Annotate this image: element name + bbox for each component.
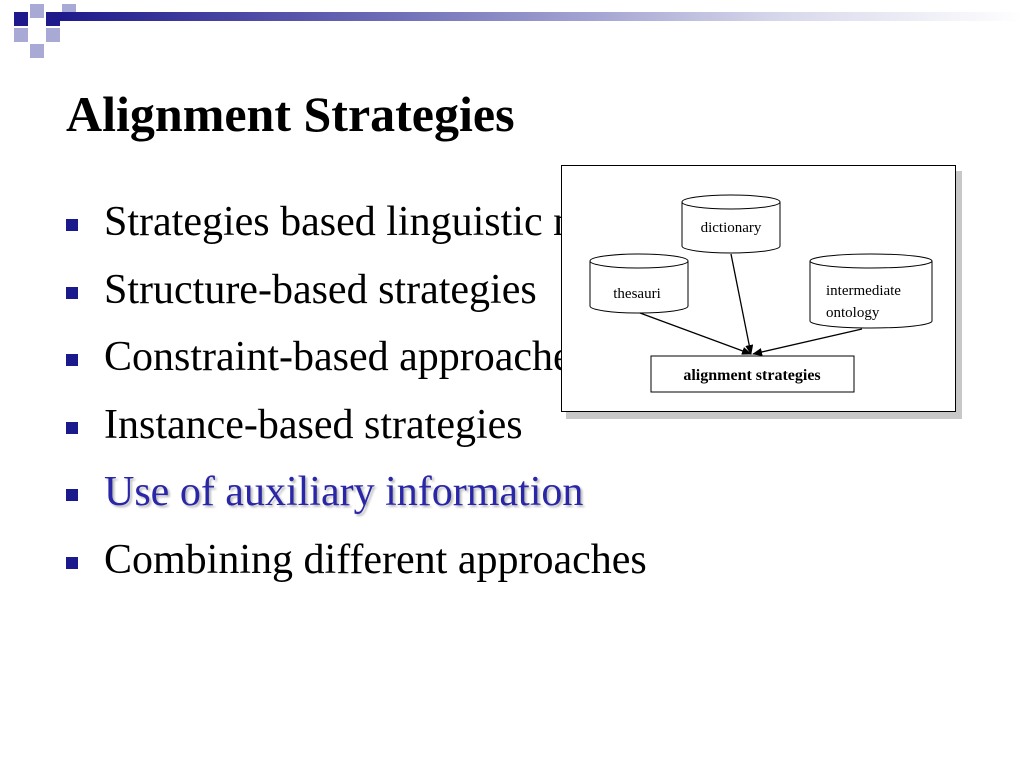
diagram-panel: dictionary thesauri intermediate ontolog… <box>561 165 956 412</box>
slide-title: Alignment Strategies <box>66 86 515 142</box>
bullet-text-highlighted: Use of auxiliary information <box>104 469 584 515</box>
bullet-text: Combining different approaches <box>104 536 647 583</box>
square-bullet-icon <box>66 421 78 434</box>
arrow-dictionary <box>730 253 754 355</box>
deco-square <box>14 28 28 42</box>
diagram-svg: dictionary thesauri intermediate ontolog… <box>589 194 933 393</box>
bullet-item: Instance-based strategies <box>66 399 709 467</box>
arrow-intermediate <box>752 328 863 356</box>
bullet-text: Instance-based strategies <box>104 401 523 448</box>
bullet-item: Combining different approaches <box>66 534 709 602</box>
arrow-thesauri <box>639 312 752 355</box>
bullet-item: Constraint-based approaches <box>66 331 709 399</box>
deco-square <box>46 28 60 42</box>
intermediate-ontology-database-icon <box>809 253 933 329</box>
intermediate-label-line2: ontology <box>826 305 880 321</box>
square-bullet-icon <box>66 489 78 501</box>
thesauri-label: thesauri <box>613 286 660 302</box>
square-bullet-icon <box>66 354 78 366</box>
deco-gradient-bar <box>60 12 1024 21</box>
dictionary-label: dictionary <box>701 220 762 236</box>
square-bullet-icon <box>66 556 78 569</box>
alignment-strategies-box <box>650 355 855 393</box>
header-decoration <box>0 0 1024 60</box>
deco-square <box>14 12 28 26</box>
intermediate-label-line1: intermediate <box>826 283 901 299</box>
dictionary-database-icon <box>681 194 781 254</box>
deco-square <box>30 44 44 58</box>
alignment-strategies-label: alignment strategies <box>683 367 820 384</box>
bullet-text: Constraint-based approaches <box>104 334 589 380</box>
square-bullet-icon <box>66 219 78 231</box>
deco-square <box>46 12 60 26</box>
bullet-text: Structure-based strategies <box>104 266 537 313</box>
thesauri-database-icon <box>589 253 689 314</box>
bullet-item: Structure-based strategies <box>66 264 709 332</box>
bullet-item: Use of auxiliary information <box>66 466 709 534</box>
square-bullet-icon <box>66 286 78 299</box>
deco-square <box>30 4 44 18</box>
